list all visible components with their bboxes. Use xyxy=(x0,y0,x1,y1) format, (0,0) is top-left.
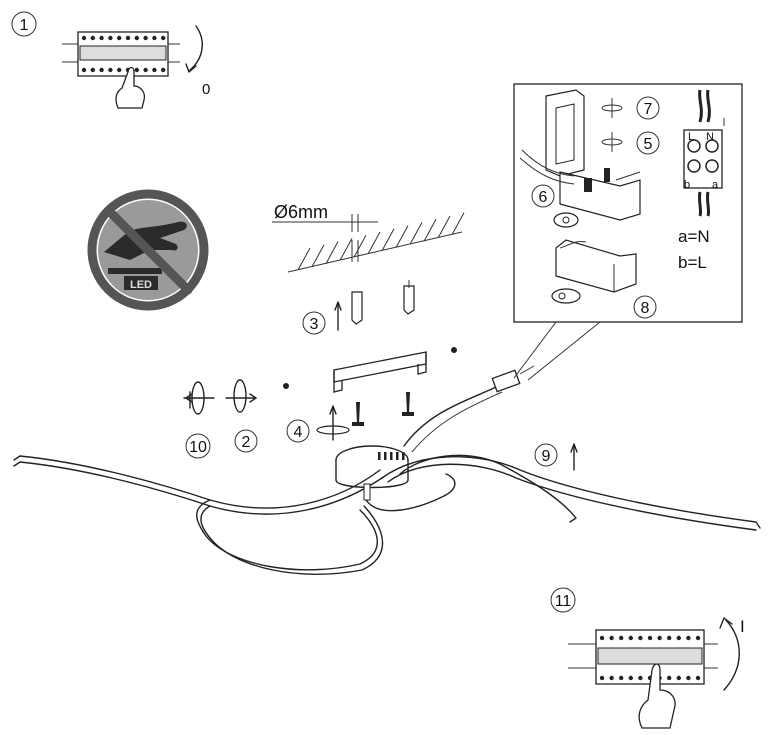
power-cable xyxy=(403,385,499,447)
step-11-switch-on: 11 I xyxy=(550,587,745,729)
step-3-number: 3 xyxy=(310,316,319,333)
hand-icon xyxy=(115,66,146,109)
step-5-number: 5 xyxy=(644,136,653,153)
switch-on-arrow-icon xyxy=(719,617,740,691)
step-8-number: 8 xyxy=(641,300,650,317)
step-10-number: 10 xyxy=(189,439,207,456)
cable-connector-icon xyxy=(491,369,521,393)
step-3-dowels: 3 xyxy=(302,280,415,335)
led-band-left xyxy=(13,455,381,509)
mounting-bracket-icon xyxy=(283,347,457,426)
screw-icon xyxy=(352,392,414,426)
step-9-mount: 9 xyxy=(534,443,578,471)
step-9-number: 9 xyxy=(542,448,551,465)
step-11-number: 11 xyxy=(555,593,572,610)
step-1-circle xyxy=(11,11,37,37)
hand-icon-2 xyxy=(638,663,676,729)
ceiling-line xyxy=(287,231,463,273)
wiring-legend-b: b=L xyxy=(678,253,707,272)
wiring-detail-callout: 6 7 5 L N b a a=N b=L xyxy=(513,83,743,381)
ceiling-lamp-body xyxy=(13,365,761,575)
junction-housing-icon xyxy=(519,89,641,228)
step-10-2-rotation: 10 2 xyxy=(183,379,258,459)
ceiling-drill-detail: Ø6mm xyxy=(272,202,465,273)
step-7-number: 7 xyxy=(644,101,653,118)
step-4-number: 4 xyxy=(294,424,303,441)
rotate-icon-left xyxy=(183,381,215,415)
rotate-icon-right xyxy=(225,379,257,413)
led-badge-label: LED xyxy=(130,279,152,291)
terminal-N-label: N xyxy=(706,131,714,143)
dowel-icon xyxy=(351,280,415,325)
switch-off-arrow-icon xyxy=(185,25,203,73)
drill-icon xyxy=(334,301,342,331)
terminal-L-label: L xyxy=(688,131,694,143)
terminal-b-label: b xyxy=(684,179,690,191)
screw-symbol-icon xyxy=(601,98,623,152)
wiring-legend-a: a=N xyxy=(678,227,710,246)
switch-on-label: I xyxy=(740,617,745,636)
led-band-right xyxy=(381,455,761,529)
step-6-number: 6 xyxy=(539,189,548,206)
step-1-switch-off: 1 0 xyxy=(11,11,210,109)
breaker-panel-icon xyxy=(62,31,180,77)
terminal-a-label: a xyxy=(712,179,719,191)
step-1-number: 1 xyxy=(20,17,29,34)
drill-diameter-label: Ø6mm xyxy=(274,202,328,222)
step-4-screws: 4 xyxy=(286,405,350,443)
step-2-number: 2 xyxy=(242,434,251,451)
no-touch-led-icon: LED xyxy=(87,189,209,311)
driver-box-icon xyxy=(551,239,637,304)
breaker-panel-icon-2 xyxy=(568,629,718,685)
switch-off-label: 0 xyxy=(202,81,210,98)
terminal-block-icon xyxy=(683,89,725,217)
